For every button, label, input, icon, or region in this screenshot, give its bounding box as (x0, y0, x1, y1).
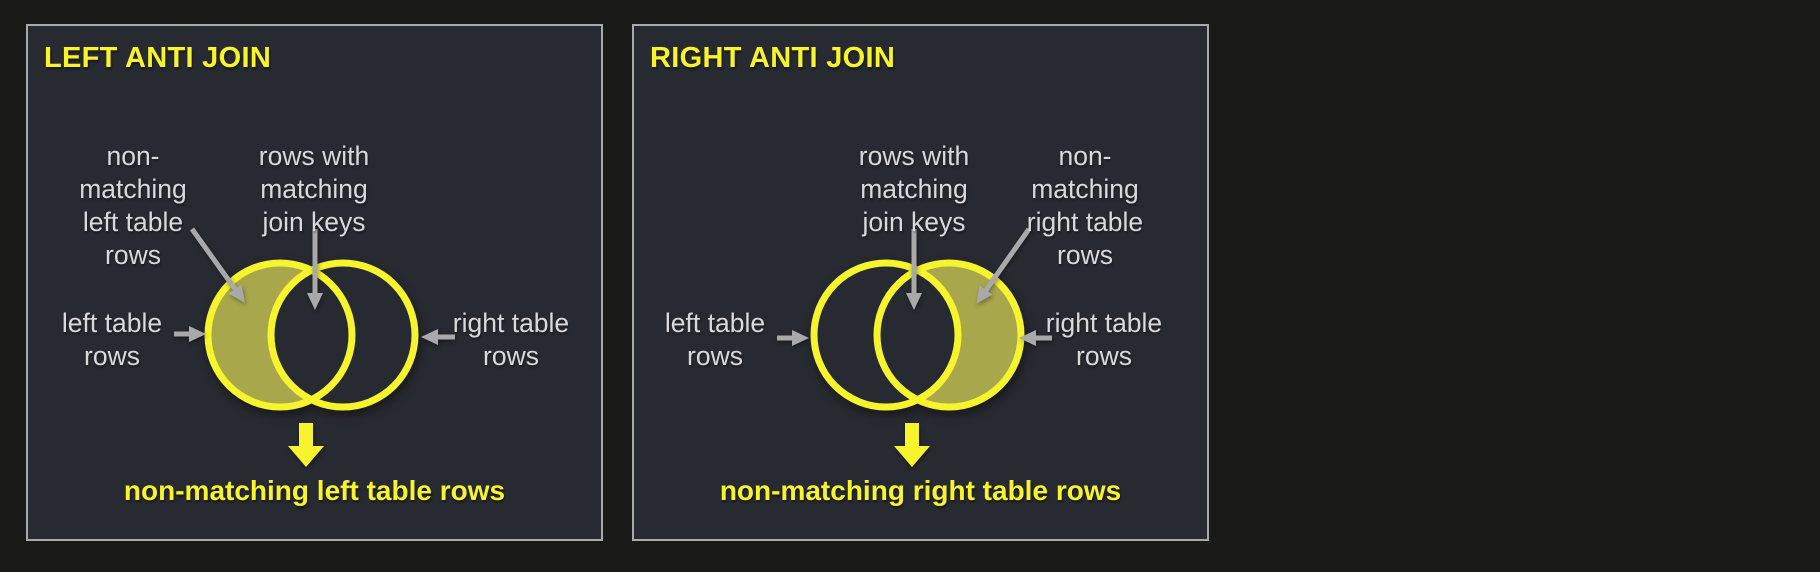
overlap-mask (814, 263, 958, 407)
pointer-arrows (174, 227, 455, 345)
result-caption: non-matching left table rows (123, 475, 506, 506)
label-right-table-line: right table (453, 308, 569, 338)
result-caption: non-matching right table rows (719, 475, 1122, 506)
label-left-table-line: left table (665, 308, 765, 338)
left-table-arrowhead-icon (792, 330, 809, 346)
right-circle (267, 259, 419, 411)
label-left-table-line: rows (84, 341, 140, 371)
venn-circles (204, 259, 419, 411)
panel-title: RIGHT ANTI JOIN (650, 42, 896, 74)
label-matching-line: matching (260, 174, 368, 204)
right-anti-join-panel: RIGHT ANTI JOIN rows with matching joi (632, 24, 1209, 541)
down-arrow-icon (894, 423, 930, 467)
label-matching-line: join keys (861, 207, 965, 237)
down-arrow-icon (288, 423, 324, 467)
panel-title: LEFT ANTI JOIN (44, 42, 272, 74)
label-nonmatching-line: non- (106, 141, 159, 171)
left-anti-join-panel: LEFT ANTI JOIN non- matching left tabl (26, 24, 603, 541)
label-matching-line: rows with (859, 141, 969, 171)
nonmatching-arrowhead-icon (976, 285, 993, 304)
nonmatching-arrowhead-icon (228, 284, 245, 303)
nonmatching-arrow (983, 227, 1032, 292)
right-table-arrowhead-icon (1019, 330, 1036, 346)
label-nonmatching-line: matching (1031, 174, 1139, 204)
label-nonmatching-line: matching (79, 174, 187, 204)
label-matching-line: matching (860, 174, 968, 204)
right-anti-join-venn-diagram: rows with matching join keys non- matchi… (665, 141, 1162, 467)
label-matching-line: join keys (261, 207, 365, 237)
label-nonmatching-line: rows (105, 240, 161, 270)
left-circle (204, 259, 356, 411)
matching-arrowhead-icon (307, 293, 323, 310)
label-nonmatching-line: right table (1027, 207, 1143, 237)
label-right-table-line: right table (1046, 308, 1162, 338)
right-table-arrowhead-icon (421, 329, 438, 345)
label-nonmatching-line: non- (1058, 141, 1111, 171)
label-right-table-line: rows (483, 341, 539, 371)
left-table-arrowhead-icon (189, 326, 206, 342)
label-matching-line: rows with (259, 141, 369, 171)
diagram-labels: non- matching left table rows rows with … (62, 141, 569, 371)
label-left-table-line: rows (687, 341, 743, 371)
pointer-arrows (777, 227, 1052, 346)
label-nonmatching-line: left table (83, 207, 183, 237)
overlap-mask (271, 263, 415, 407)
label-left-table-line: left table (62, 308, 162, 338)
matching-arrowhead-icon (906, 293, 922, 310)
left-anti-join-venn-diagram: non- matching left table rows rows with … (62, 141, 569, 467)
right-circle (873, 259, 1025, 411)
left-circle (810, 259, 962, 411)
label-right-table-line: rows (1076, 341, 1132, 371)
nonmatching-arrow (189, 227, 238, 291)
label-nonmatching-line: rows (1057, 240, 1113, 270)
diagram-labels: rows with matching join keys non- matchi… (665, 141, 1162, 371)
